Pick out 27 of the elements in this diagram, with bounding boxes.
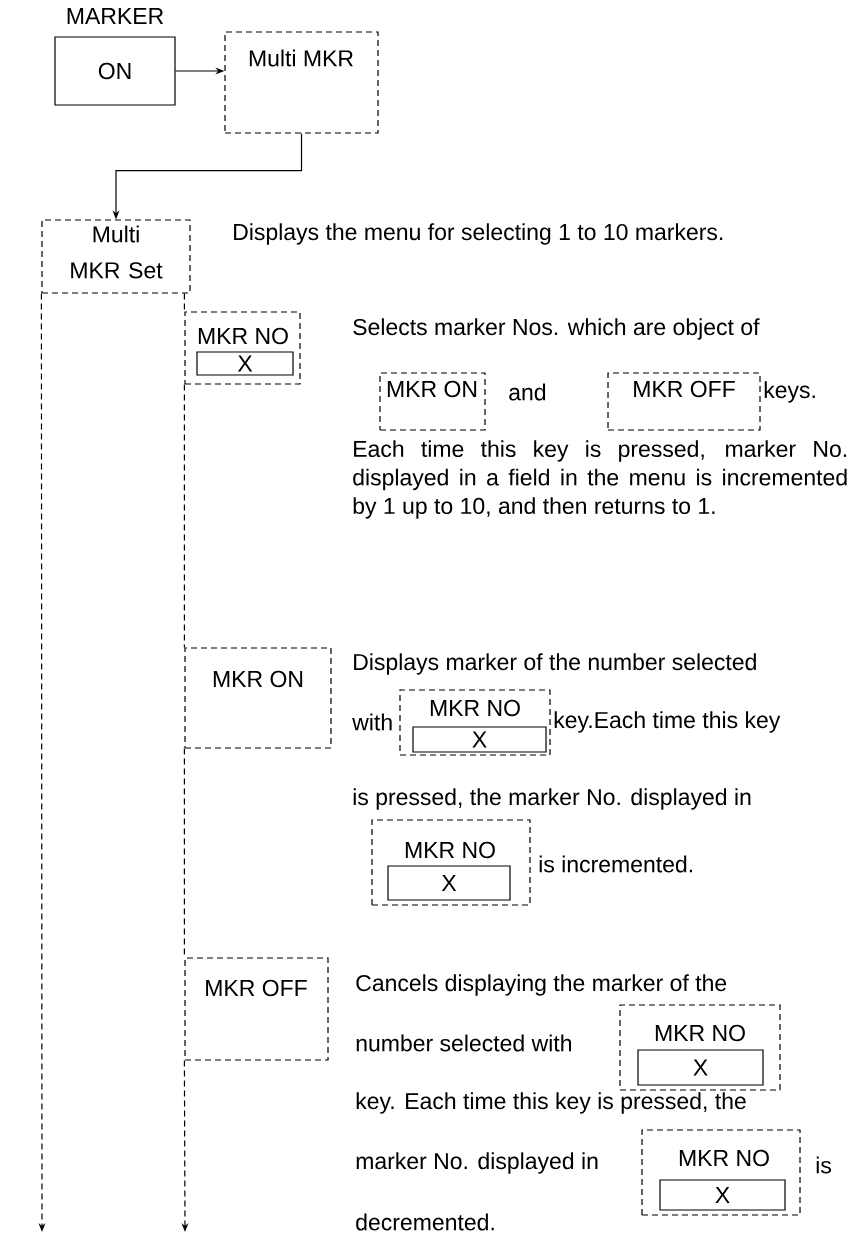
node-label: MARKER xyxy=(67,8,164,24)
softkey-box: MKR OFF xyxy=(184,957,329,1061)
value-field: X xyxy=(196,351,294,376)
description-text: Each time this key is pressed, marker No. displayed in a field in the menu is incremented by 1 up to 10, and then returns to 1. xyxy=(353,440,847,519)
description-text: is pressed, the marker No. displayed in xyxy=(353,788,751,810)
description-text: marker No. displayed in xyxy=(356,1152,598,1174)
value-field: X xyxy=(659,1179,786,1211)
description-text: decremented. xyxy=(356,1213,494,1231)
value-field: X xyxy=(412,726,547,753)
description-text: and xyxy=(509,383,546,401)
description-text: Cancels displaying the marker of the xyxy=(356,974,727,996)
description-text: number selected with xyxy=(356,1034,571,1052)
softkey-box: Multi MKR xyxy=(224,31,379,134)
connector-line xyxy=(183,293,185,312)
description-text: Selects marker Nos. which are object of xyxy=(353,318,760,340)
connector-line xyxy=(183,384,185,648)
description-text: is xyxy=(816,1156,831,1174)
description-text: Displays marker of the number selected xyxy=(354,653,756,675)
softkey-box: Multi MKR Set xyxy=(41,219,191,294)
description-text: with xyxy=(352,713,392,731)
value-field: X xyxy=(387,865,511,901)
description-text: Displays the menu for selecting 1 to 10 markers. xyxy=(234,223,723,245)
softkey-box: MKR ON xyxy=(184,647,332,749)
softkey-box: MKR ON xyxy=(379,372,486,431)
key-box: MARKER ON xyxy=(54,8,176,106)
value-field: X xyxy=(637,1049,764,1086)
softkey-box: MKR OFF xyxy=(607,372,761,431)
